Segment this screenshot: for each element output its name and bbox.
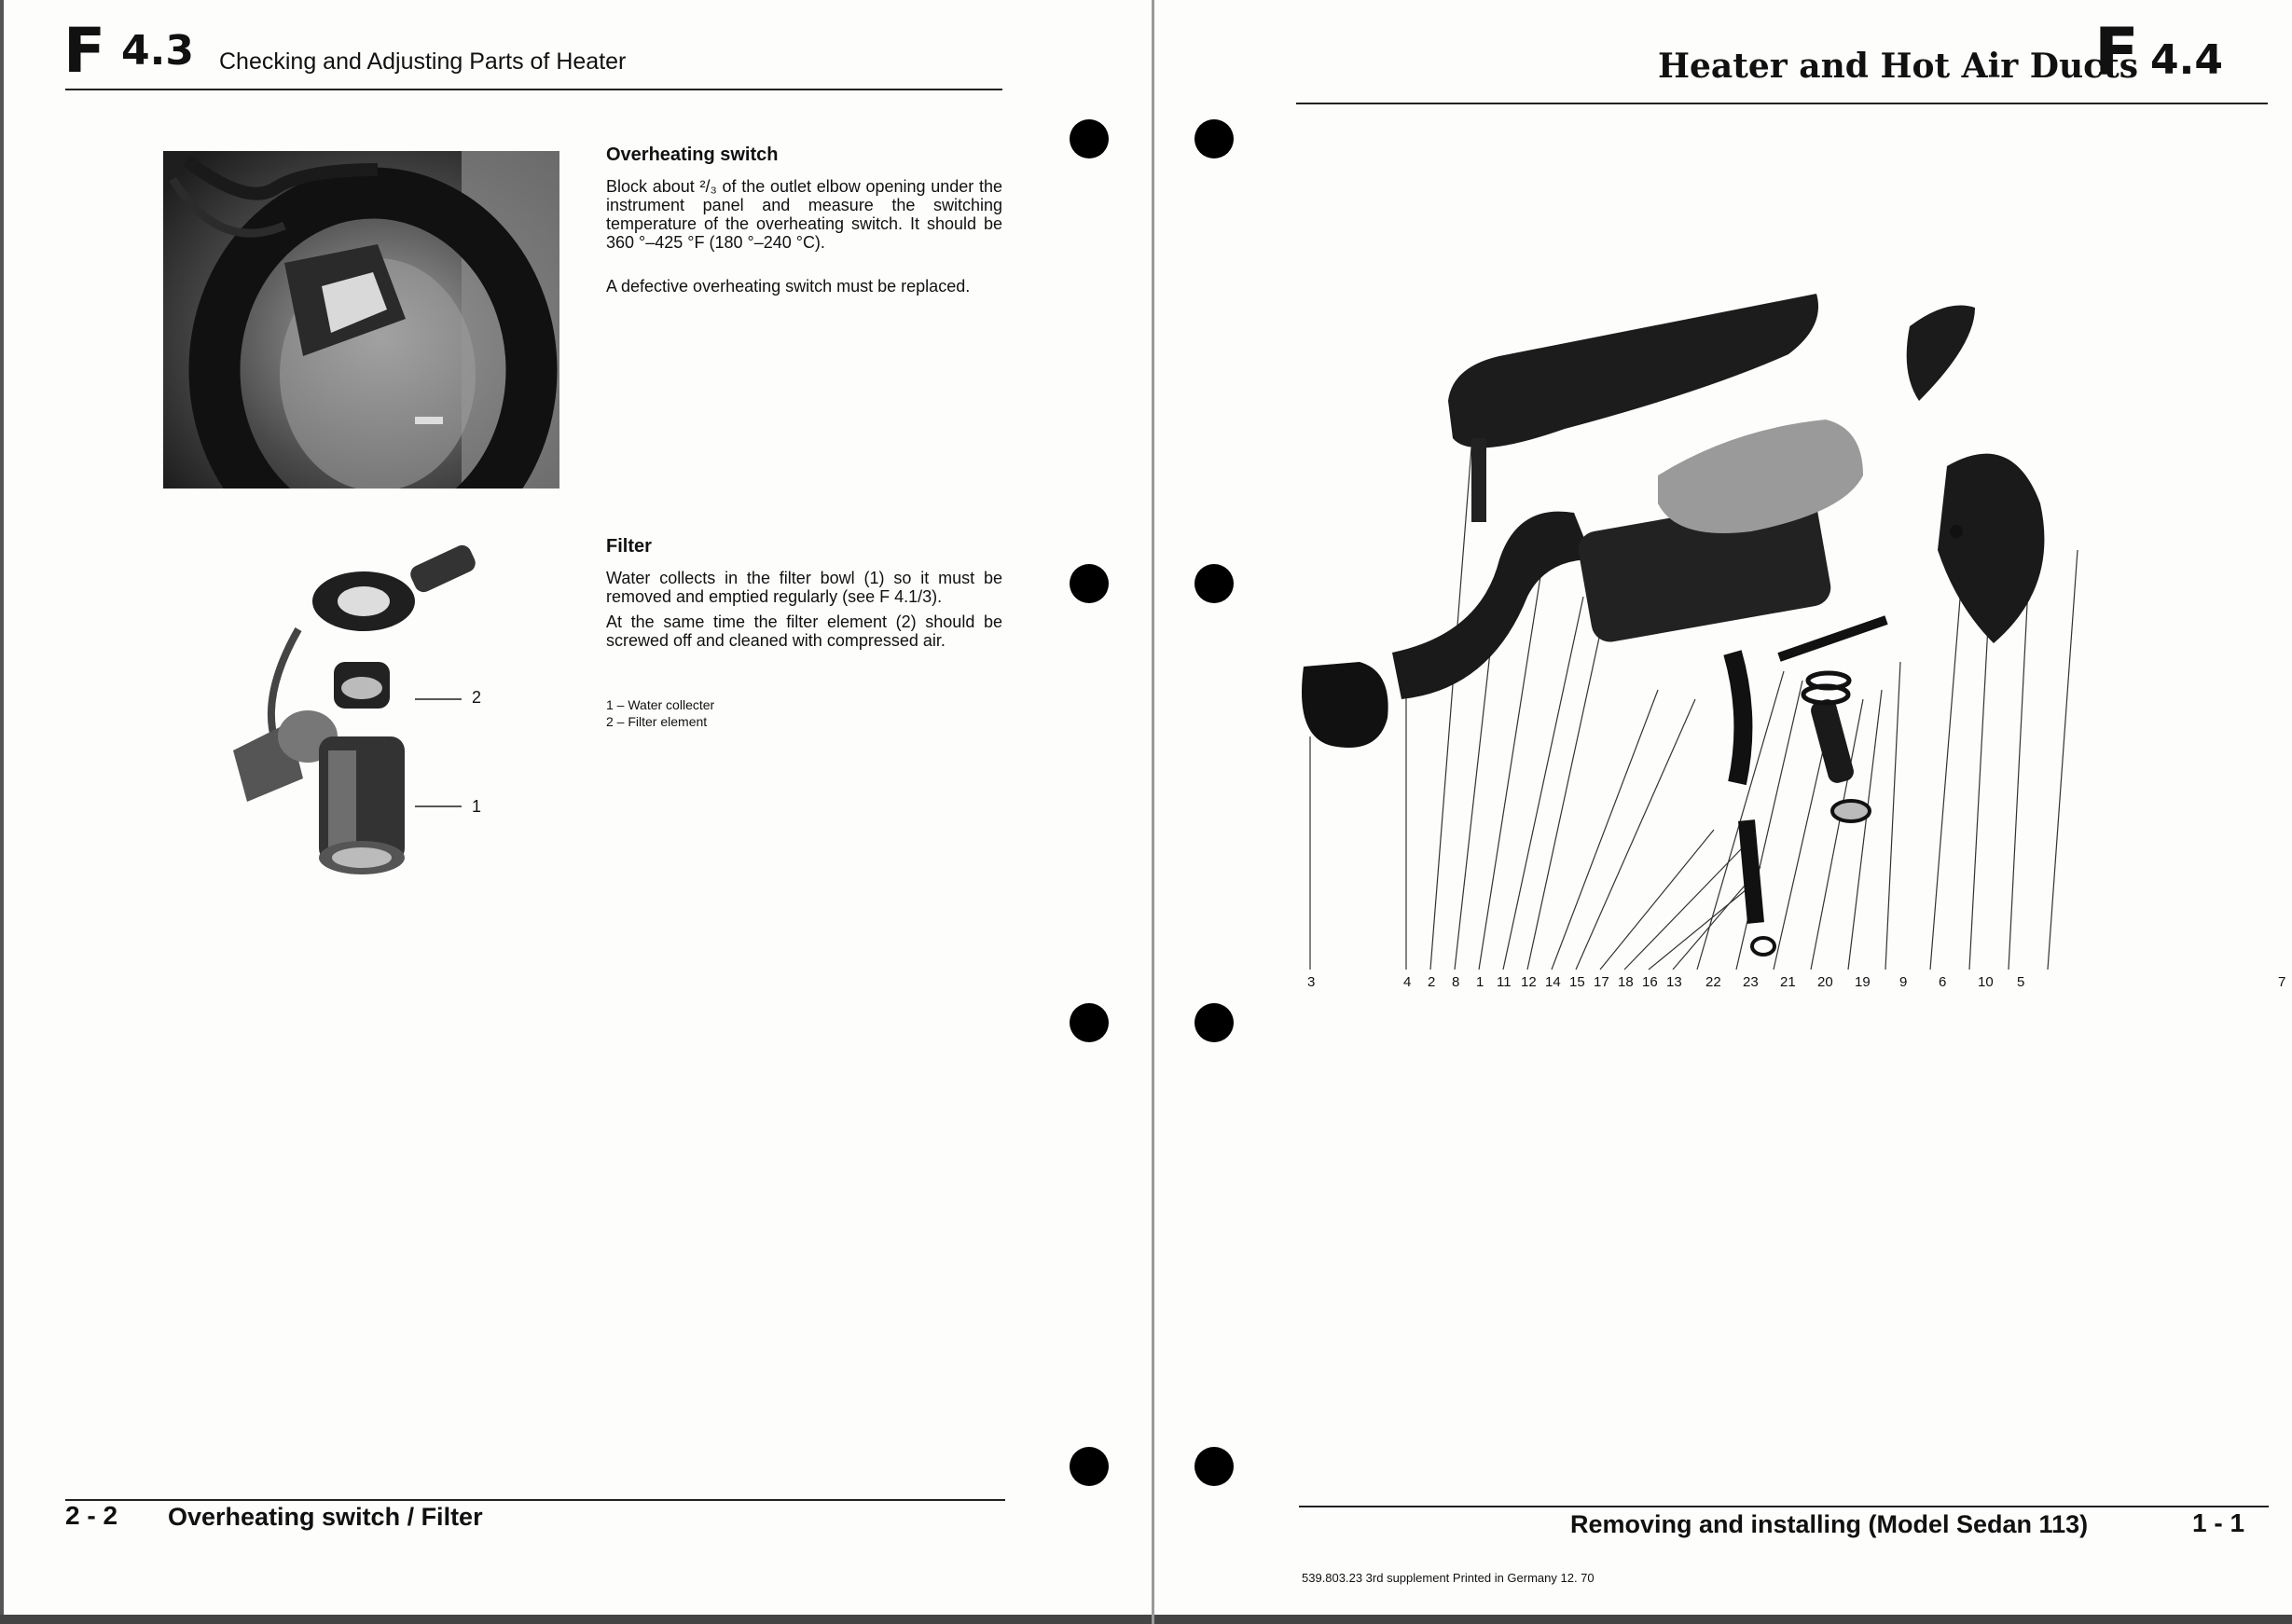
overheating-switch-photo	[163, 151, 559, 489]
part-label: 12	[1521, 974, 1537, 990]
part-label: 15	[1569, 974, 1585, 990]
part-label: 3	[1307, 974, 1316, 990]
part-label: 18	[1618, 974, 1634, 990]
filter-heading: Filter	[606, 536, 652, 557]
binder-hole	[1194, 1447, 1234, 1486]
binder-hole	[1070, 1447, 1109, 1486]
part-label: 7	[2278, 974, 2286, 990]
callout-2: 2	[472, 688, 482, 707]
part-label: 8	[1452, 974, 1460, 990]
footer-page-number: 2 - 2	[65, 1501, 118, 1530]
binder-hole	[1194, 119, 1234, 158]
page-edge	[0, 0, 4, 1624]
chapter-title: Heater and Hot Air Ducts	[1658, 47, 2138, 86]
footer-title: Overheating switch / Filter	[168, 1503, 483, 1531]
callout-1: 1	[472, 797, 482, 816]
imprint: 539.803.23 3rd supplement Printed in Ger…	[1302, 1571, 1595, 1585]
legend-item-1: 1 – Water collecter	[606, 697, 715, 712]
section-title: Checking and Adjusting Parts of Heater	[219, 48, 627, 75]
overheating-text-2: A defective overheating switch must be r…	[606, 277, 971, 296]
left-page: F 4.3 Checking and Adjusting Parts of He…	[0, 0, 1154, 1624]
part-label: 2	[1428, 974, 1436, 990]
section-letter: F	[63, 15, 106, 87]
part-label: 21	[1780, 974, 1796, 990]
part-label: 20	[1817, 974, 1833, 990]
section-number: 4.3	[121, 27, 194, 75]
part-label: 23	[1743, 974, 1759, 990]
filter-text-1: Water collects in the filter bowl (1) so…	[606, 569, 1002, 606]
part-label: 13	[1666, 974, 1682, 990]
binder-hole	[1070, 119, 1109, 158]
filter-text-2: At the same time the filter element (2) …	[606, 612, 1002, 650]
section-number: 4.4	[2150, 36, 2223, 84]
footer-title: Removing and installing (Model Sedan 113…	[1570, 1510, 2089, 1538]
part-label: 19	[1855, 974, 1871, 990]
part-label: 1	[1476, 974, 1484, 990]
header-rule	[65, 89, 1002, 90]
part-label: 4	[1403, 974, 1412, 990]
footer-rule	[65, 1499, 1005, 1501]
part-label: 11	[1497, 974, 1512, 990]
binder-hole	[1194, 564, 1234, 603]
header-rule	[1296, 103, 2268, 104]
filter-illustration	[233, 544, 476, 874]
section-letter: F	[2094, 14, 2139, 90]
part-label: 22	[1705, 974, 1721, 990]
footer-rule	[1299, 1506, 2269, 1507]
overheating-heading: Overheating switch	[606, 145, 779, 165]
page-edge-bottom	[0, 1615, 1152, 1624]
footer-page-number: 1 - 1	[2192, 1508, 2245, 1537]
legend-item-2: 2 – Filter element	[606, 714, 708, 729]
part-label: 14	[1545, 974, 1561, 990]
overheating-text-1: Block about ²/₃ of the outlet elbow open…	[606, 177, 1002, 252]
right-page: Heater and Hot Air Ducts F 4.4	[1154, 0, 2292, 1624]
binder-hole	[1070, 564, 1109, 603]
binder-hole	[1070, 1003, 1109, 1042]
binder-hole	[1194, 1003, 1234, 1042]
part-label: 5	[2017, 974, 2025, 990]
part-label: 16	[1642, 974, 1658, 990]
part-label: 6	[1939, 974, 1947, 990]
heater-exploded-diagram	[1302, 294, 2078, 970]
part-label: 9	[1899, 974, 1908, 990]
page-edge-bottom	[1154, 1615, 2292, 1624]
part-label: 17	[1594, 974, 1609, 990]
part-label: 10	[1978, 974, 1994, 990]
